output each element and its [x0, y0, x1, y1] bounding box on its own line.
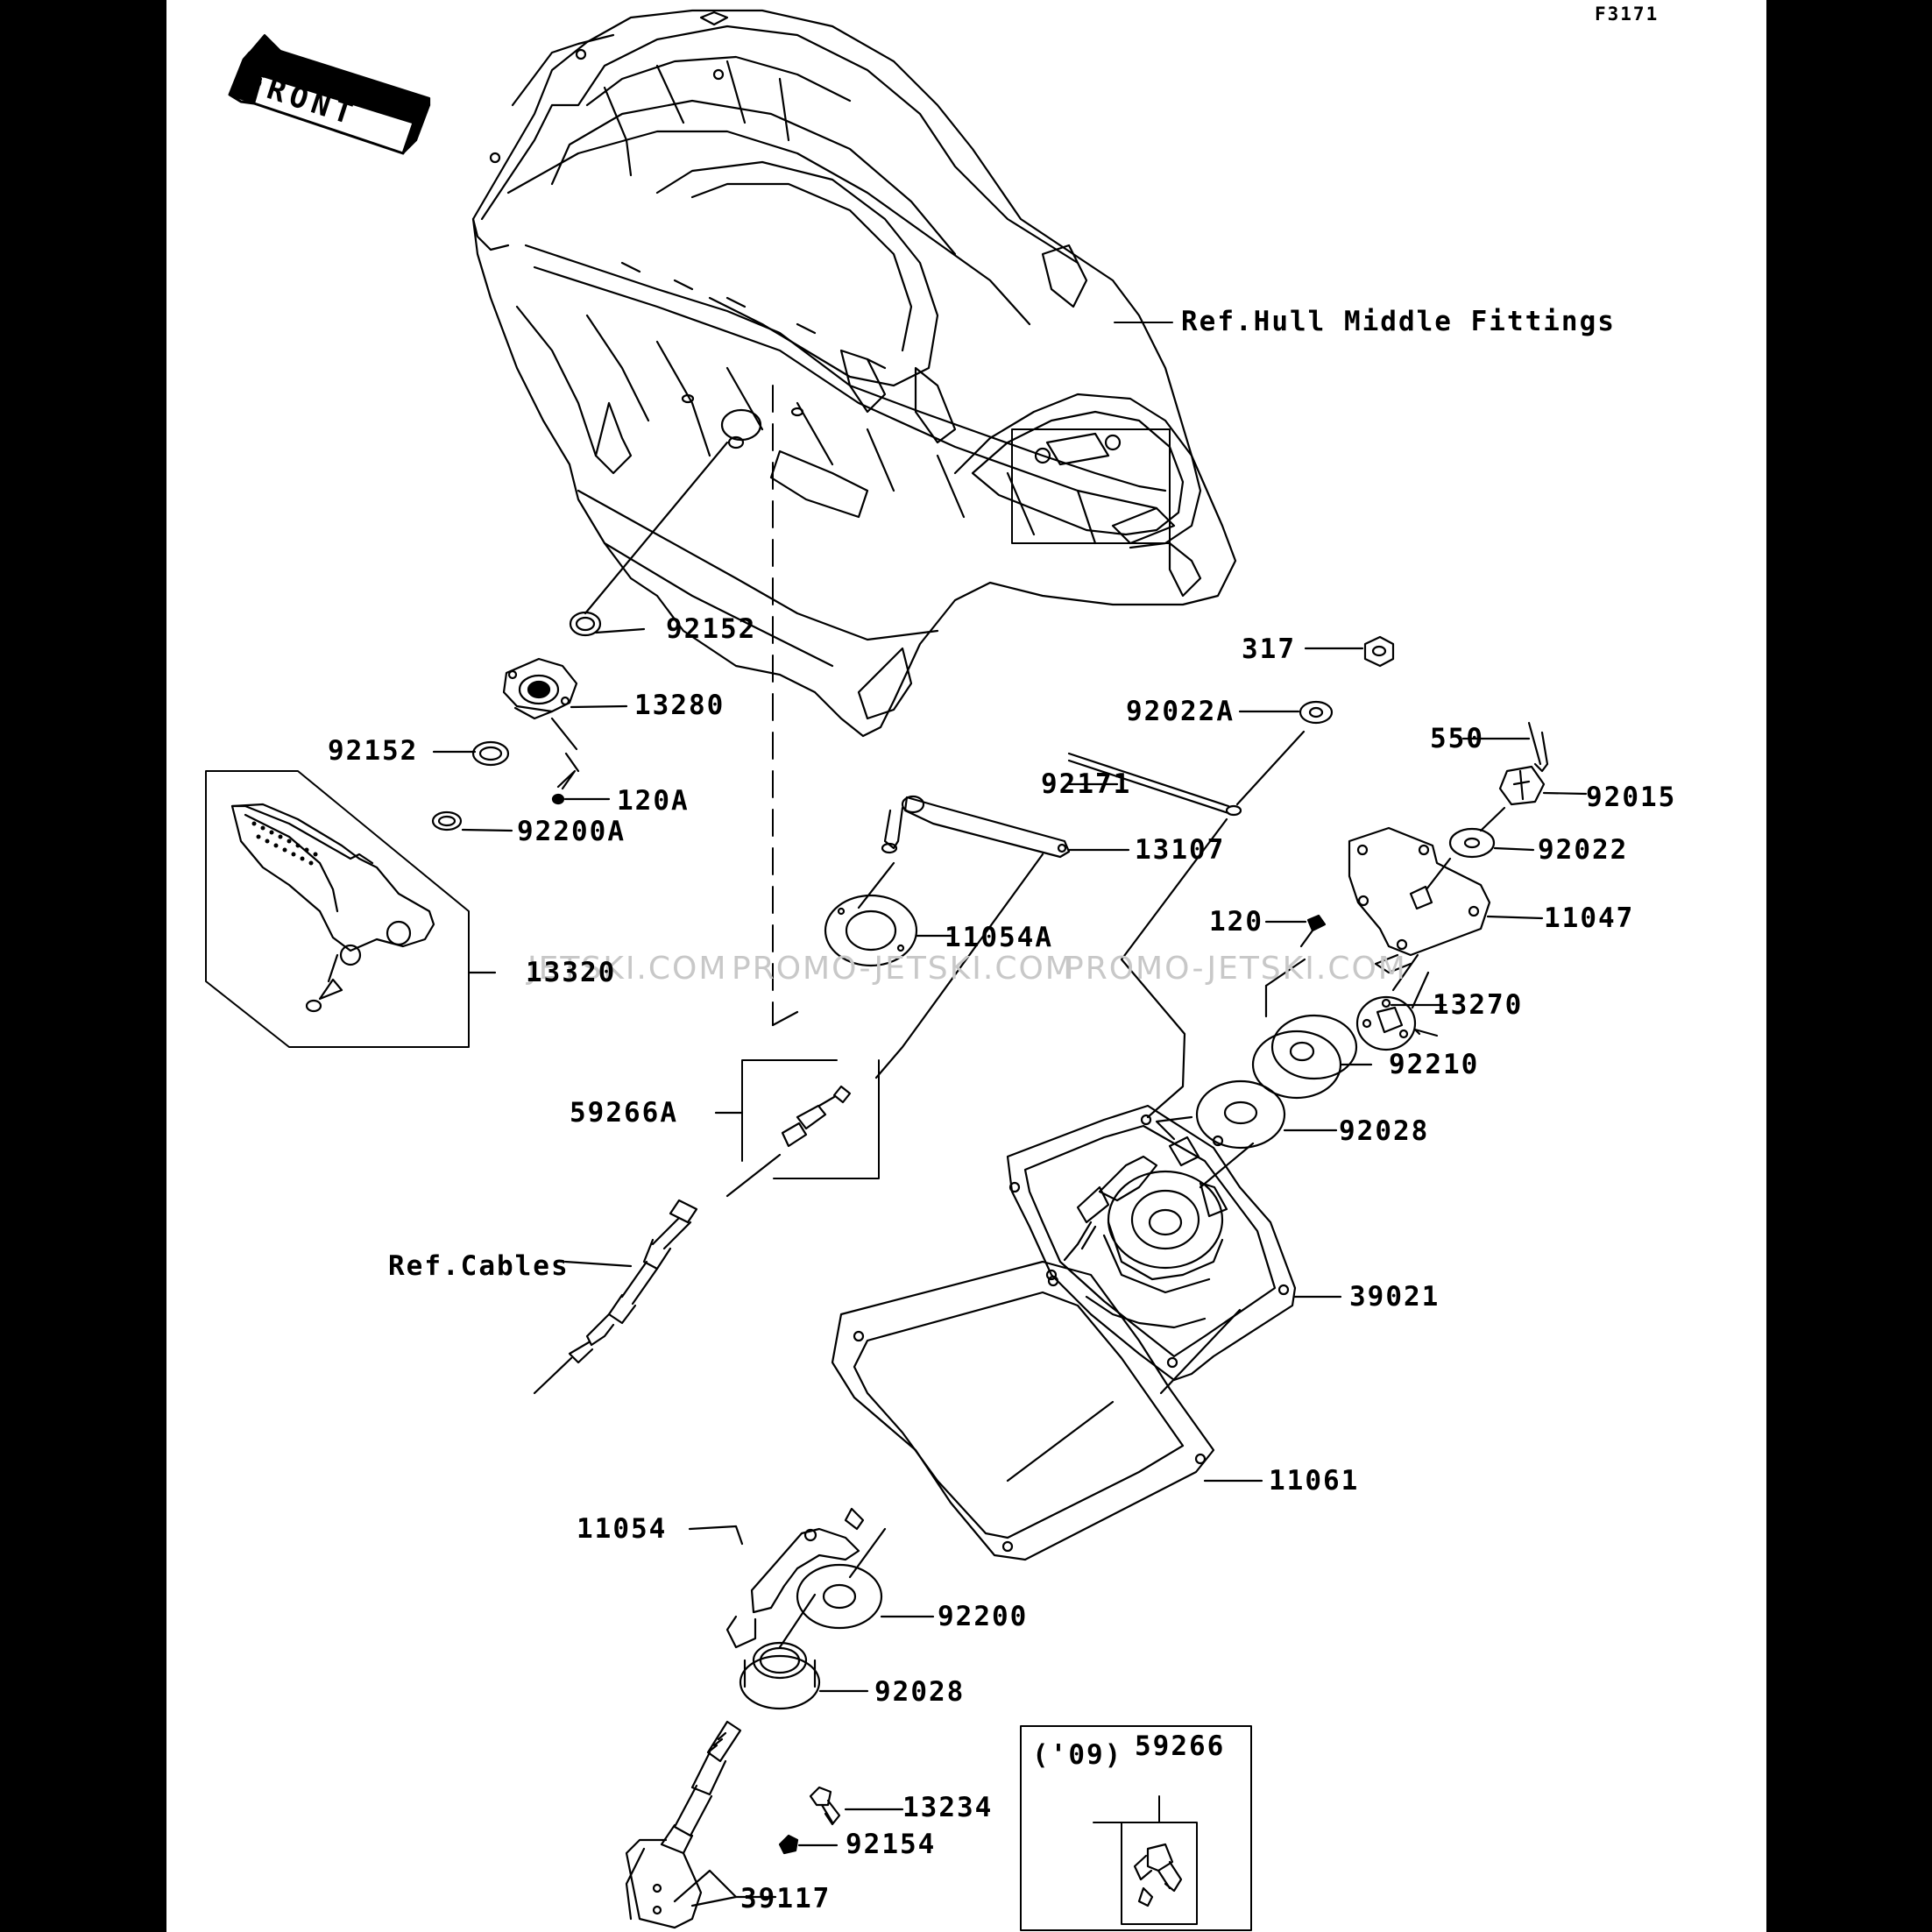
diagram-drawing [166, 0, 1766, 1932]
cable-drawing [534, 1200, 697, 1393]
label-92171: 92171 [1041, 768, 1132, 800]
washer-92022 [1450, 829, 1494, 857]
screw-92154 [780, 1836, 837, 1853]
label-92152-lower: 92152 [328, 735, 419, 767]
watermark-3: PROMO-JETSKI.COM [1065, 951, 1407, 987]
parts-diagram-canvas: JETSKI.COM PROMO-JETSKI.COM PROMO-JETSKI… [166, 0, 1766, 1932]
label-ref-hull-middle-fittings: Ref.Hull Middle Fittings [1181, 306, 1616, 337]
label-92022: 92022 [1538, 834, 1629, 866]
label-59266A: 59266A [570, 1097, 678, 1129]
label-11047: 11047 [1544, 902, 1635, 934]
label-92200A: 92200A [517, 816, 626, 847]
label-92015: 92015 [1586, 782, 1677, 813]
label-317: 317 [1242, 633, 1296, 665]
label-92210: 92210 [1389, 1049, 1480, 1080]
nut-317 [1365, 637, 1393, 666]
part-39117-drawing [626, 1722, 775, 1928]
part-13107-drawing [882, 796, 1129, 857]
washer-92028-upper [1197, 1081, 1284, 1148]
part-59266A-drawing [727, 1086, 850, 1196]
label-39021: 39021 [1349, 1281, 1440, 1313]
box-13320 [206, 771, 469, 1047]
part-11054-drawing [690, 1509, 863, 1647]
label-13270: 13270 [1433, 989, 1524, 1021]
front-arrow-icon [230, 35, 429, 153]
label-92028-lower: 92028 [874, 1676, 966, 1708]
label-120: 120 [1209, 906, 1263, 938]
label-59266: 59266 [1135, 1730, 1226, 1762]
washer-92200A [433, 812, 461, 830]
watermark-1: JETSKI.COM [527, 951, 728, 987]
rod-92171 [1069, 754, 1228, 813]
label-13234: 13234 [902, 1792, 994, 1823]
nut-92015 [1500, 767, 1544, 804]
label-11054A: 11054A [945, 922, 1053, 953]
label-550: 550 [1430, 723, 1484, 754]
label-13320: 13320 [526, 957, 617, 988]
label-92200: 92200 [938, 1601, 1029, 1632]
label-39117: 39117 [740, 1883, 832, 1914]
label-92152-top: 92152 [666, 613, 757, 645]
label-year-09: ('09) [1032, 1739, 1123, 1771]
label-13107: 13107 [1135, 834, 1226, 866]
label-ref-cables: Ref.Cables [388, 1250, 570, 1282]
bushing-92028-lower [740, 1595, 867, 1709]
label-120A: 120A [617, 785, 690, 817]
part-39021-drawing [1008, 1106, 1341, 1380]
hull-middle-drawing [473, 11, 1235, 736]
bolt-120 [1308, 916, 1325, 931]
pin-550 [1529, 723, 1547, 771]
part-11054A-drawing [825, 854, 1043, 1078]
label-92154: 92154 [846, 1829, 937, 1860]
part-59266-drawing [1135, 1844, 1181, 1906]
bolt-13234 [810, 1787, 902, 1824]
washer-92210 [1272, 1016, 1356, 1079]
part-13320-drawing [232, 804, 434, 1011]
washer-92200 [797, 1565, 881, 1628]
label-13280: 13280 [634, 690, 725, 721]
washer-92022A [1300, 702, 1332, 723]
label-92022A: 92022A [1126, 696, 1235, 727]
gasket-11061-drawing [832, 1262, 1262, 1560]
part-11047-drawing [1349, 828, 1542, 990]
label-92028-upper: 92028 [1339, 1115, 1430, 1147]
figure-code: F3171 [1595, 4, 1660, 25]
grommet-92152-lower [473, 742, 508, 765]
part-13280-drawing [504, 659, 626, 749]
label-11054: 11054 [577, 1513, 668, 1545]
part-13270 [1357, 997, 1415, 1050]
label-11061: 11061 [1269, 1465, 1360, 1497]
watermark-2: PROMO-JETSKI.COM [732, 951, 1074, 987]
box-59266 [1021, 1726, 1251, 1930]
